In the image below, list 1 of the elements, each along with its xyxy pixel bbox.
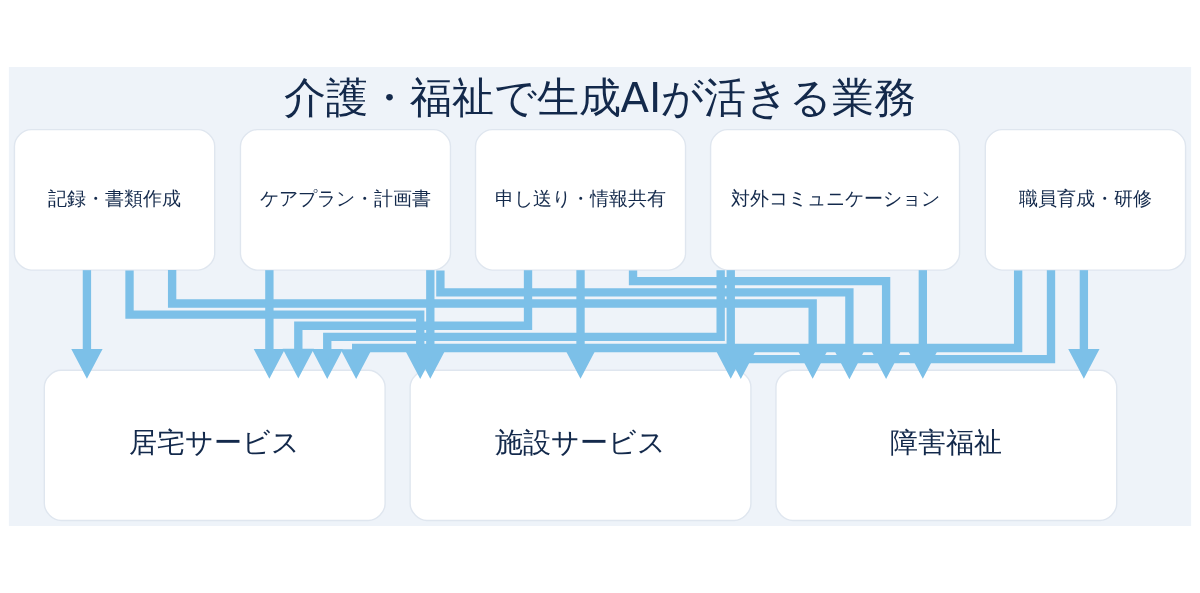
diagram-title: 介護・福祉で生成AIが活きる業務 bbox=[283, 72, 917, 122]
